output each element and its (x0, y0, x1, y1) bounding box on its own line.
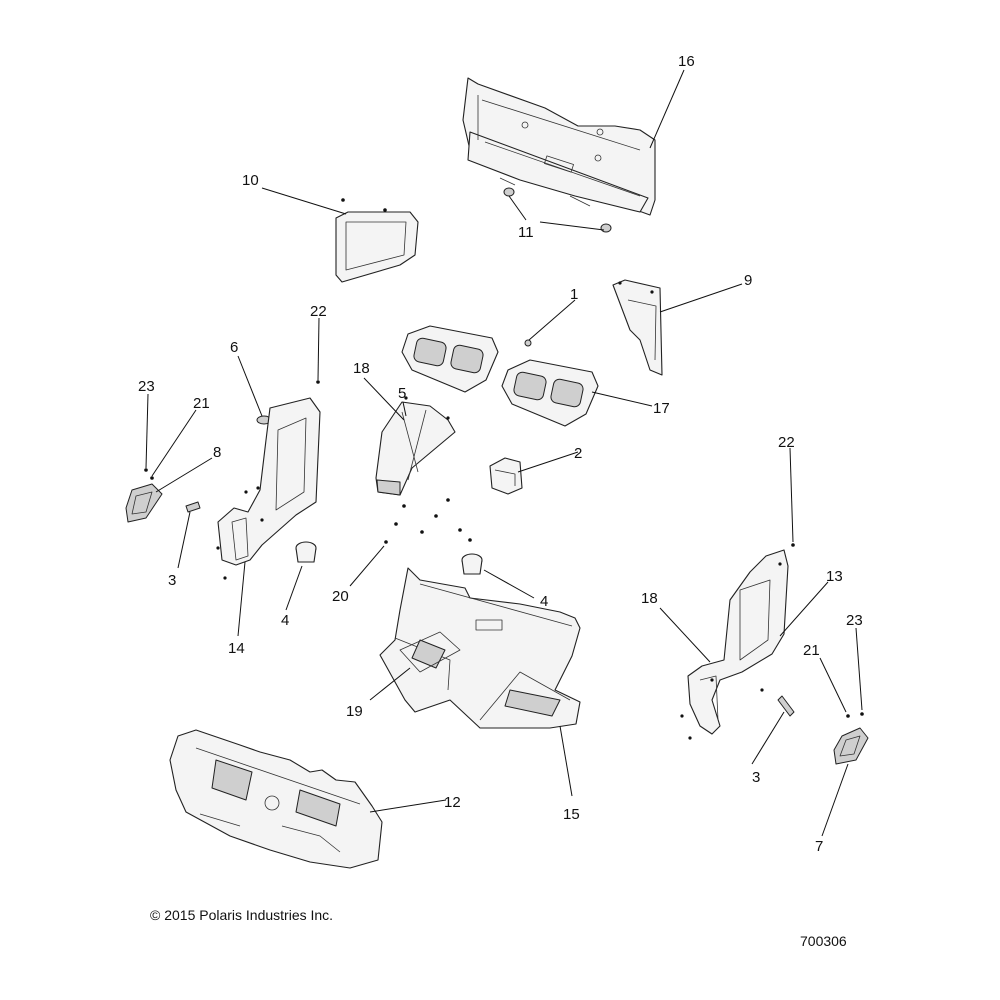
part-20-fasteners (384, 498, 472, 544)
part-3-pin-right (777, 695, 795, 717)
part-11-grommets (503, 187, 612, 233)
part-2-bracket (489, 457, 523, 495)
callout-2: 2 (574, 445, 582, 462)
callout-18-left: 18 (353, 360, 370, 377)
part-12-front-dash (169, 729, 383, 869)
callout-3-right: 3 (752, 769, 760, 786)
part-4-plug-center (461, 553, 483, 575)
callout-21-left: 21 (193, 395, 210, 412)
callout-4-center: 4 (540, 593, 548, 610)
part-21-fastener-right (846, 714, 850, 718)
part-22-fastener-right (791, 543, 795, 547)
callout-23-left: 23 (138, 378, 155, 395)
callout-3-left: 3 (168, 572, 176, 589)
part-23-fastener-right (860, 712, 864, 716)
callout-15: 15 (563, 806, 580, 823)
part-17-cupholder-lower (501, 359, 599, 427)
callout-6: 6 (230, 339, 238, 356)
copyright-notice: © 2015 Polaris Industries Inc. (150, 907, 334, 923)
callout-22-right: 22 (778, 434, 795, 451)
callout-23-right: 23 (846, 612, 863, 629)
part-15-floor-tray (379, 567, 581, 729)
part-7-right-step (833, 727, 869, 765)
callout-11: 11 (518, 224, 534, 241)
callout-10: 10 (242, 172, 259, 189)
callout-12: 12 (444, 794, 461, 811)
part-4-plug-left (295, 541, 317, 563)
part-21-fastener-left (150, 476, 154, 480)
part-5-console-bracket (375, 396, 456, 496)
part-1-fastener (524, 339, 532, 347)
diagram-number: 700306 (800, 933, 847, 949)
callout-19: 19 (346, 703, 363, 720)
callout-21-right: 21 (803, 642, 820, 659)
part-23-fastener-left (144, 468, 148, 472)
callout-4-left: 4 (281, 612, 289, 629)
callout-1: 1 (570, 286, 578, 303)
leader-lines (145, 69, 863, 837)
callout-18-right: 18 (641, 590, 658, 607)
part-17-cupholder-upper (401, 325, 499, 393)
part-19-mat (399, 631, 461, 673)
part-16-rear-panel (462, 77, 656, 216)
part-10-left-side-panel (335, 198, 419, 283)
callout-22-left: 22 (310, 303, 327, 320)
callout-13: 13 (826, 568, 843, 585)
part-13-right-floor-panel (680, 549, 789, 740)
callout-8: 8 (213, 444, 221, 461)
callout-labels: 1 2 3 3 4 4 5 6 7 8 9 10 11 12 13 14 15 … (138, 53, 863, 855)
callout-20: 20 (332, 588, 349, 605)
callout-17: 17 (653, 400, 670, 417)
part-9-right-side-panel (612, 279, 663, 376)
callout-16: 16 (678, 53, 695, 70)
callout-7: 7 (815, 838, 823, 855)
part-14-left-floor-panel (216, 397, 321, 580)
part-3-pin-left (185, 501, 201, 513)
callout-5: 5 (398, 385, 406, 402)
part-8-left-step (125, 483, 163, 523)
part-22-fastener-left (316, 380, 320, 384)
callout-9: 9 (744, 272, 752, 289)
callout-14: 14 (228, 640, 245, 657)
